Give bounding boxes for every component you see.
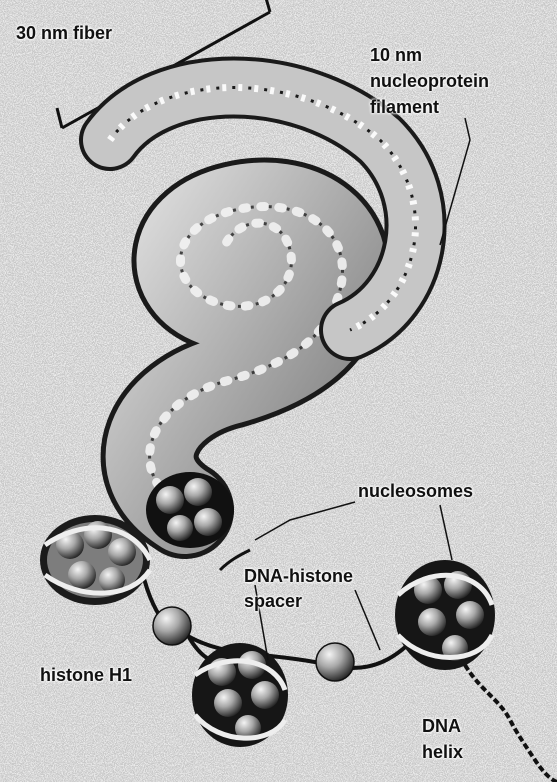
label-spacer-line1: DNA-histone [244,565,353,587]
label-dna-helix-line2: helix [422,741,463,763]
label-30nm-fiber: 30 nm fiber [16,22,112,44]
label-dna-helix-line1: DNA [422,715,461,737]
nucleosome-right [395,560,495,670]
label-10nm-filament-line3: filament [370,96,439,118]
label-nucleosomes: nucleosomes [358,480,473,502]
label-histone-h1: histone H1 [40,664,132,686]
label-10nm-filament-line2: nucleoprotein [370,70,489,92]
nucleosome-center [192,643,288,747]
nucleosome-left [40,515,150,605]
label-spacer-line2: spacer [244,590,302,612]
label-10nm-filament-line1: 10 nm [370,44,422,66]
